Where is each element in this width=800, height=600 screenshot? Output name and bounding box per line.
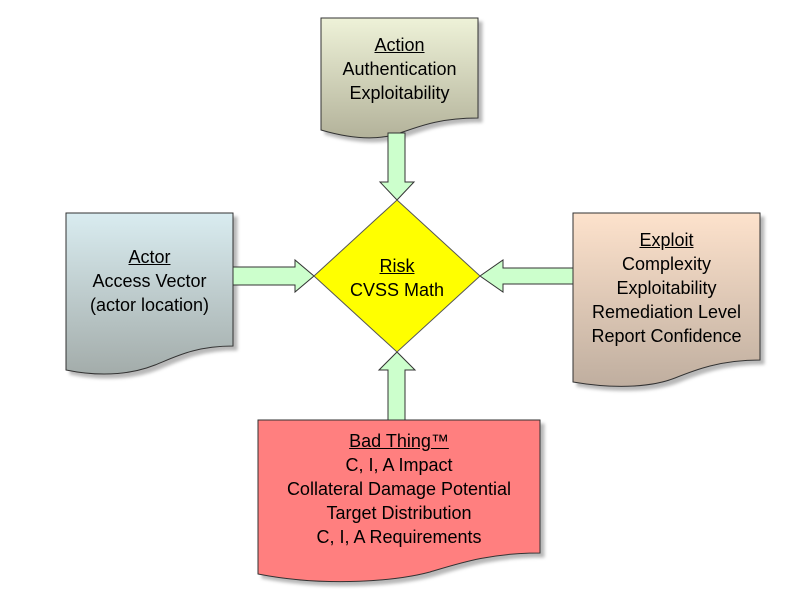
- actor-title: Actor: [128, 247, 171, 267]
- actor-line: Access Vector: [92, 271, 207, 291]
- actor-node: Actor Access Vector (actor location): [66, 245, 233, 317]
- arrow-bad-thing-to-risk: [377, 351, 417, 421]
- exploit-document-shape: [572, 212, 761, 387]
- arrow-action-to-risk: [378, 132, 416, 201]
- action-line: Exploitability: [349, 83, 450, 103]
- risk-line: CVSS Math: [349, 280, 445, 300]
- bad-thing-title: Bad Thing™: [349, 431, 449, 451]
- arrow-exploit-to-risk: [479, 259, 574, 293]
- bad-thing-document-shape: [257, 419, 541, 583]
- bad-thing-line: C, I, A Impact: [345, 455, 453, 475]
- bad-thing-node: Bad Thing™ C, I, A Impact Collateral Dam…: [258, 429, 540, 549]
- exploit-line: Complexity: [621, 254, 712, 274]
- exploit-node: Exploit Complexity Exploitability Remedi…: [573, 228, 760, 348]
- action-line: Authentication: [342, 59, 457, 79]
- exploit-line: Report Confidence: [591, 326, 742, 346]
- risk-node: Risk CVSS Math: [330, 254, 464, 302]
- actor-line: (actor location): [89, 295, 210, 315]
- exploit-title: Exploit: [639, 230, 694, 250]
- action-title: Action: [374, 35, 425, 55]
- risk-diamond-shape: [313, 199, 481, 353]
- action-node: Action Authentication Exploitability: [321, 33, 478, 105]
- exploit-line: Exploitability: [616, 278, 717, 298]
- arrow-actor-to-risk: [232, 258, 315, 294]
- risk-title: Risk: [379, 256, 415, 276]
- bad-thing-line: Collateral Damage Potential: [286, 479, 512, 499]
- exploit-line: Remediation Level: [591, 302, 742, 322]
- bad-thing-line: Target Distribution: [326, 503, 472, 523]
- bad-thing-line: C, I, A Requirements: [316, 527, 482, 547]
- actor-document-shape: [65, 212, 234, 375]
